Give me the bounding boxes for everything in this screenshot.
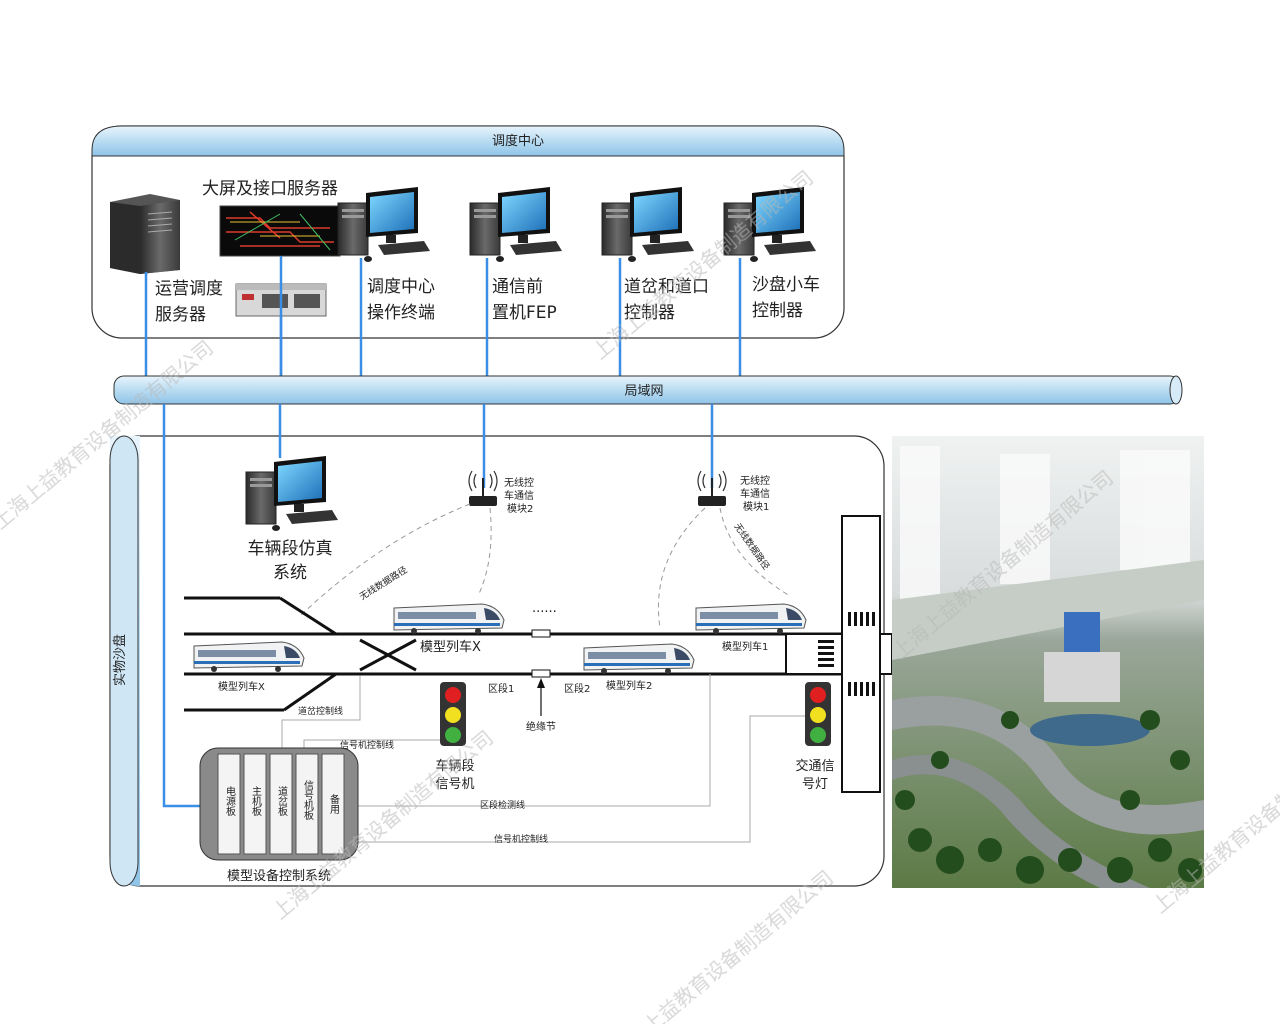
train-x-left-label: 模型列车X bbox=[218, 680, 265, 693]
board-switch: 道岔板 bbox=[276, 785, 288, 817]
big-screen-label: 大屏及接口服务器 bbox=[202, 179, 338, 199]
wireless-module-1-line-3: 模块1 bbox=[743, 501, 769, 513]
lan-label: 局域网 bbox=[624, 384, 663, 399]
insulation-joint-bottom bbox=[531, 669, 551, 678]
depot-signal-label-1: 车辆段 bbox=[435, 758, 474, 774]
insulation-joint-label: 绝缘节 bbox=[526, 720, 556, 733]
level-crossing bbox=[785, 515, 893, 793]
lan-pipe: 局域网 bbox=[113, 375, 1183, 405]
wireless-module-2-line-1: 无线控 bbox=[504, 476, 534, 489]
control-system-rack bbox=[199, 747, 359, 861]
section-detect-line-label: 区段检测线 bbox=[480, 799, 525, 811]
signal-control-line-label-2: 信号机控制线 bbox=[494, 833, 548, 845]
dispatch-terminal-label-1: 调度中心 bbox=[367, 277, 435, 297]
depot-sim-label-1: 车辆段仿真 bbox=[248, 539, 333, 559]
section-1-label: 区段1 bbox=[488, 682, 514, 695]
section-2-label: 区段2 bbox=[564, 682, 590, 695]
insulation-arrow-head bbox=[537, 678, 545, 688]
fep-label-1: 通信前 bbox=[492, 277, 543, 297]
insulation-joint-top bbox=[531, 629, 551, 638]
switch-controller-label-1: 道岔和道口 bbox=[624, 277, 709, 297]
sandbox-photo bbox=[892, 436, 1204, 888]
wireless-module-2-line-3: 模块2 bbox=[507, 503, 533, 515]
ops-server-label-2: 服务器 bbox=[155, 305, 206, 325]
big-screen-icon bbox=[219, 205, 341, 257]
train-1-label: 模型列车1 bbox=[722, 640, 768, 653]
board-spare: 备用 bbox=[328, 793, 340, 815]
board-main: 主机板 bbox=[250, 786, 262, 817]
wireless-module-1-line-1: 无线控 bbox=[740, 474, 770, 487]
car-controller-label-1: 沙盘小车 bbox=[752, 275, 820, 295]
watermark-6: 上海上益教育设备制造有限公司 bbox=[608, 865, 838, 1024]
board-signal: 信号机板 bbox=[302, 780, 314, 821]
signal-control-line-label-1: 信号机控制线 bbox=[340, 739, 394, 751]
track-layout bbox=[184, 596, 842, 712]
switch-controller-label-2: 控制器 bbox=[624, 303, 675, 323]
depot-signal-icon bbox=[440, 682, 466, 746]
train-x-top-label: 模型列车X bbox=[420, 639, 481, 655]
dispatch-terminal-label-2: 操作终端 bbox=[367, 303, 435, 323]
ops-server-icon bbox=[110, 194, 180, 274]
fep-label-2: 置机FEP bbox=[492, 303, 557, 323]
ops-server-label-1: 运营调度 bbox=[155, 279, 223, 299]
sandbox-title: 实物沙盘 bbox=[112, 634, 128, 686]
board-power: 电源板 bbox=[224, 785, 236, 817]
train-2-label: 模型列车2 bbox=[606, 679, 652, 692]
traffic-light-label-1: 交通信 bbox=[795, 758, 834, 774]
wireless-paths bbox=[299, 503, 791, 629]
switch-control-line-label: 道岔控制线 bbox=[298, 705, 343, 717]
car-controller-label-2: 控制器 bbox=[752, 301, 803, 321]
depot-signal-label-2: 信号机 bbox=[435, 777, 474, 792]
traffic-light-label-2: 号灯 bbox=[802, 777, 828, 792]
traffic-light-icon bbox=[805, 682, 831, 746]
depot-sim-label-2: 系统 bbox=[273, 563, 307, 583]
control-center-links bbox=[144, 256, 742, 376]
control-center-title: 调度中心 bbox=[492, 133, 544, 149]
wireless-module-1-line-2: 车通信 bbox=[740, 487, 770, 500]
control-lines bbox=[281, 674, 805, 843]
ellipsis: ...... bbox=[532, 601, 557, 616]
control-system-label: 模型设备控制系统 bbox=[227, 868, 331, 884]
wireless-module-2-line-2: 车通信 bbox=[504, 489, 534, 502]
